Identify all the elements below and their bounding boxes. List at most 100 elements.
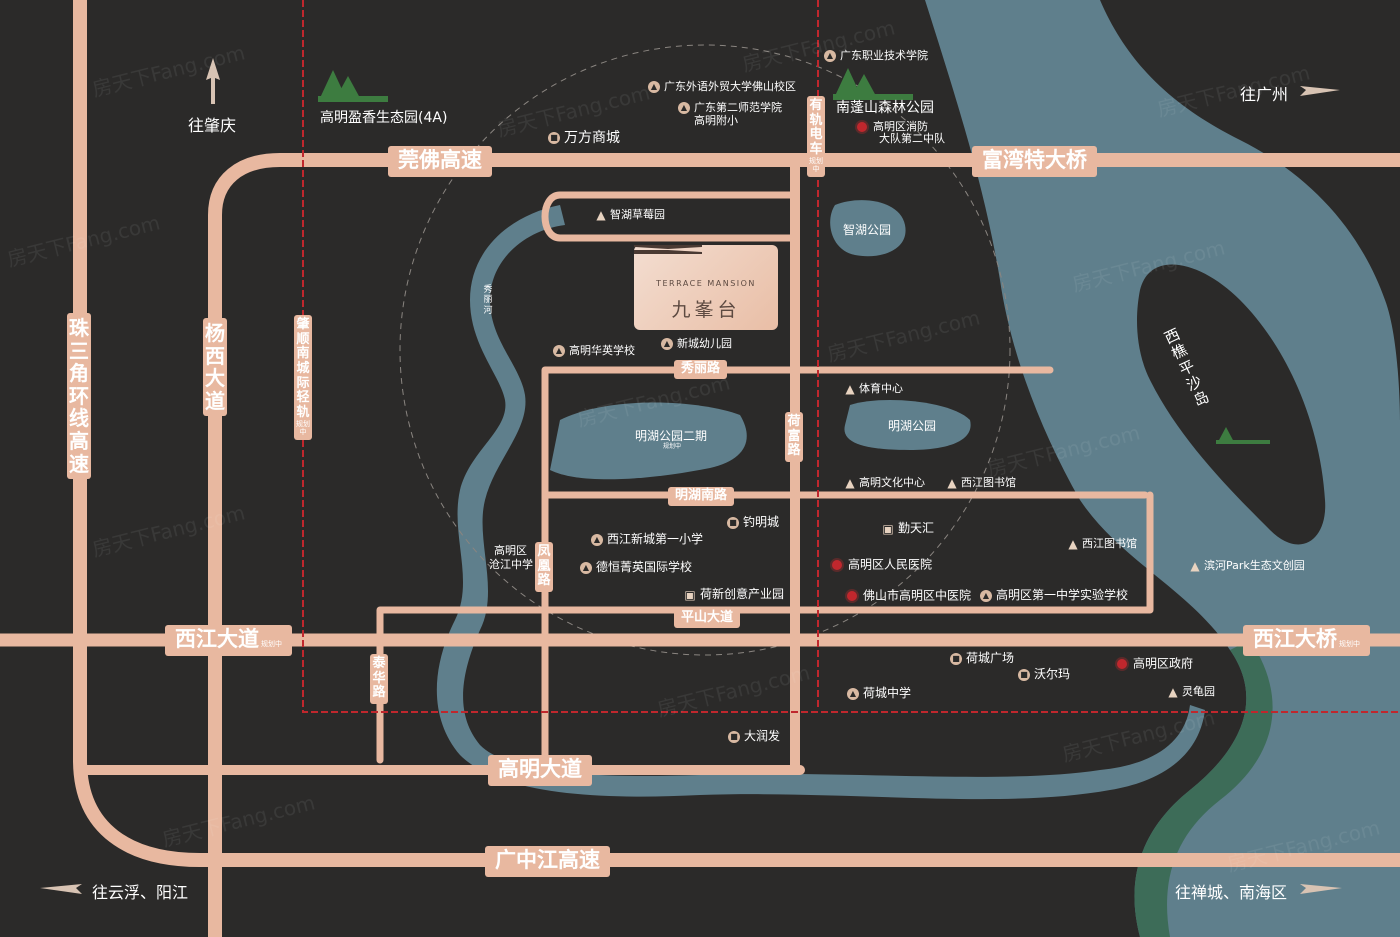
road-tag-xijiang-avenue[interactable]: 西江大道规划中 <box>165 625 292 657</box>
poi-nanpeng[interactable]: 南蓬山森林公园 <box>836 100 934 116</box>
hospital-icon <box>830 558 844 572</box>
tree-yingxiang <box>318 70 388 102</box>
poi-minghu-park2[interactable]: 明湖公园二期 <box>635 429 708 443</box>
shopping-cart-icon: ■ <box>727 516 739 529</box>
poi-diaoming[interactable]: ■钓明城 <box>727 516 779 529</box>
school-icon: ▲ <box>847 687 859 700</box>
poi-culture[interactable]: ▲高明文化中心 <box>845 476 925 490</box>
poi-zhihu-park[interactable]: 智湖公园 <box>843 223 892 237</box>
road-tag-hefu[interactable]: 荷富路 <box>785 412 803 463</box>
direction-chancheng: 往禅城、南海区 <box>1175 883 1288 902</box>
poi-fire-station-2[interactable]: 大队第二中队 <box>879 132 945 145</box>
road-tag-xijiang-bridge[interactable]: 西江大桥规划中 <box>1243 625 1370 657</box>
direction-guangzhou: 往广州 <box>1240 85 1289 104</box>
fire-station-icon <box>855 120 869 134</box>
xijiang-river <box>925 0 1400 937</box>
road-tag-minghu-south[interactable]: 明湖南路 <box>668 487 735 506</box>
road-tag-xiuli[interactable]: 秀丽路 <box>674 360 728 379</box>
school-icon: ▲ <box>553 345 565 357</box>
poi-cangjiang-1[interactable]: 高明区 <box>494 544 527 557</box>
poi-library-1[interactable]: ▲西江图书馆 <box>947 476 1016 490</box>
road-taihua <box>376 491 1154 764</box>
shopping-cart-icon: ■ <box>728 730 740 743</box>
poi-minghu-park[interactable]: 明湖公园 <box>888 419 937 433</box>
poi-no1-middle[interactable]: ▲高明区第一中学实验学校 <box>980 589 1128 602</box>
tree-icon: ▲ <box>845 476 855 490</box>
poi-gov[interactable]: 高明区政府 <box>1115 657 1193 671</box>
direction-yunfu: 往云浮、阳江 <box>92 883 189 902</box>
poi-yingxiang[interactable]: 高明盈香生态园(4A) <box>320 110 448 126</box>
poi-gwai[interactable]: ▲广东外语外贸大学佛山校区 <box>648 81 796 93</box>
tree-icon: ▲ <box>947 476 957 490</box>
school-icon: ▲ <box>591 533 603 546</box>
xiqiao-island <box>1137 264 1326 545</box>
poi-gd-normal[interactable]: ▲广东第二师范学院 <box>678 102 782 114</box>
road-tag-guanfo[interactable]: 莞佛高速 <box>388 146 492 178</box>
school-icon: ▲ <box>661 338 673 350</box>
building-icon: ▣ <box>882 521 894 536</box>
poi-xincheng-kg[interactable]: ▲新城幼儿园 <box>661 338 732 350</box>
tree-icon: ▲ <box>596 208 606 222</box>
road-pearl-ring <box>73 0 1400 867</box>
hospital-icon <box>845 589 859 603</box>
road-yangxi <box>208 153 1400 937</box>
road-tag-gaoming[interactable]: 高明大道 <box>488 755 592 787</box>
poi-sports[interactable]: ▲体育中心 <box>845 382 903 396</box>
poi-gd-vocational[interactable]: ▲广东职业技术学院 <box>824 50 928 62</box>
poi-library-2[interactable]: ▲西江图书馆 <box>1068 537 1137 551</box>
minghu-lake-2 <box>550 402 747 480</box>
poi-darunfa[interactable]: ■大润发 <box>728 730 780 743</box>
logo-mark-icon <box>634 245 702 254</box>
road-fenghuang <box>541 366 1054 774</box>
road-tag-yangxi[interactable]: 杨西大道 <box>203 318 227 417</box>
road-tag-pearl-ring[interactable]: 珠三角环线高速 <box>67 313 91 480</box>
poi-binhe[interactable]: ▲滨河Park生态文创园 <box>1190 559 1305 573</box>
arrow-north <box>206 58 220 104</box>
road-tag-zhaoshun[interactable]: 肇顺南城际轻轨规划中 <box>294 315 312 440</box>
poi-xicheng-primary[interactable]: ▲西江新城第一小学 <box>591 533 703 546</box>
poi-hexin[interactable]: ▣荷新创意产业园 <box>684 587 785 602</box>
poi-fire-station[interactable]: 高明区消防 <box>855 120 928 134</box>
rail-zhaoshun <box>302 0 1400 713</box>
road-tag-tram[interactable]: 有轨电车规划中 <box>807 96 825 177</box>
school-icon: ▲ <box>824 50 836 62</box>
shopping-cart-icon: ■ <box>1018 668 1030 681</box>
arrow-east-bottom <box>1300 884 1342 894</box>
poi-tcm-hospital[interactable]: 佛山市高明区中医院 <box>845 589 971 603</box>
minghu-lake <box>844 400 971 450</box>
poi-minghu-park2-planning: 规划中 <box>663 443 682 450</box>
poi-wanfang[interactable]: ■万方商城 <box>548 131 620 145</box>
project-name-zh: 九峯台 <box>671 299 741 321</box>
tree-icon: ▲ <box>1168 685 1178 699</box>
road-strawberry <box>541 191 799 242</box>
shopping-cart-icon: ■ <box>548 132 560 144</box>
road-tag-pingshan[interactable]: 平山大道 <box>674 609 741 628</box>
poi-hecheng-middle[interactable]: ▲荷城中学 <box>847 687 911 700</box>
school-icon: ▲ <box>648 81 660 93</box>
road-tag-guangzhongjiang[interactable]: 广中江高速 <box>485 846 610 878</box>
building-icon: ▣ <box>684 587 696 602</box>
poi-linggui[interactable]: ▲灵龟园 <box>1168 685 1215 699</box>
shopping-cart-icon: ■ <box>950 652 962 665</box>
poi-deheng[interactable]: ▲德恒菁英国际学校 <box>580 561 692 574</box>
poi-hecheng-plaza[interactable]: ■荷城广场 <box>950 652 1014 665</box>
road-tag-fenghuang[interactable]: 凤凰路 <box>535 542 553 593</box>
direction-zhaoqing: 往肇庆 <box>188 116 237 135</box>
road-tag-taihua[interactable]: 泰华路 <box>370 654 388 705</box>
poi-huaying[interactable]: ▲高明华英学校 <box>553 345 635 357</box>
tree-icon: ▲ <box>1190 559 1200 573</box>
school-icon: ▲ <box>580 561 592 574</box>
tree-island <box>1216 427 1270 444</box>
poi-people-hospital[interactable]: 高明区人民医院 <box>830 558 932 572</box>
poi-walmart[interactable]: ■沃尔玛 <box>1018 668 1070 681</box>
poi-qintianhui[interactable]: ▣勤天汇 <box>882 521 935 536</box>
school-icon: ▲ <box>980 589 992 602</box>
tree-nanpeng <box>833 68 913 100</box>
road-tag-fuwan[interactable]: 富湾特大桥 <box>972 146 1097 178</box>
arrow-west <box>40 884 82 894</box>
project-logo[interactable]: TERRACE MANSION 九峯台 <box>634 245 778 330</box>
poi-strawberry[interactable]: ▲智湖草莓园 <box>596 208 665 222</box>
poi-gm-fuxiao[interactable]: 高明附小 <box>694 114 738 127</box>
poi-cangjiang-2[interactable]: 沧江中学 <box>489 558 533 571</box>
